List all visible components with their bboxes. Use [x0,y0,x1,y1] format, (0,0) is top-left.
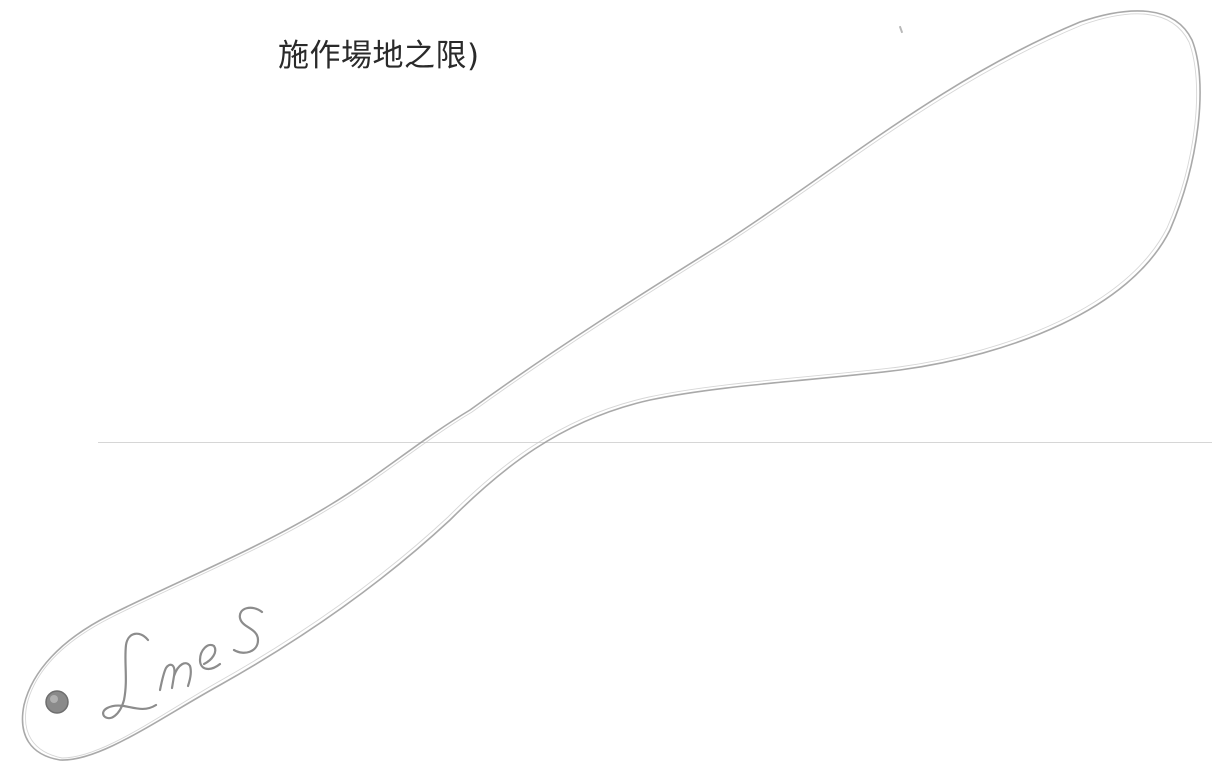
fold-line [98,442,1212,443]
spatula-outline [21,10,1201,761]
handle-lettering [102,606,264,720]
hanging-hole-highlight [50,695,58,703]
hanging-hole-dot [45,690,69,714]
caption-text: 施作場地之限) [278,38,480,74]
spatula-outline-shadow [25,13,1198,759]
